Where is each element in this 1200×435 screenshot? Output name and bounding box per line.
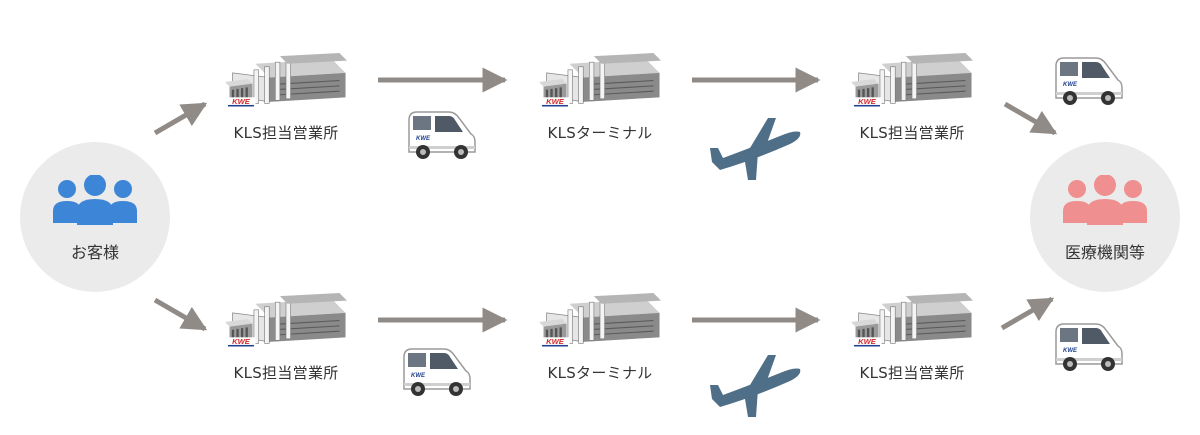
node-label: KLSターミナル [500,362,700,383]
bottom-route-sales-office: KLS担当営業所 [186,290,386,383]
node-label: KLS担当営業所 [186,362,386,383]
warehouse-building-icon [221,290,351,348]
airplane-icon [710,118,804,182]
top-route-terminal: KLSターミナル [500,50,700,143]
origin-customer-node: お客様 [20,142,170,292]
warehouse-building-icon [535,50,665,108]
people-icon [53,175,137,225]
airplane-icon [710,355,804,419]
bottom-route-terminal: KLSターミナル [500,290,700,383]
node-label: KLS担当営業所 [812,122,1012,143]
delivery-van-icon [1052,52,1126,108]
delivery-van-icon [400,343,474,399]
delivery-van-icon [405,106,479,162]
warehouse-building-icon [847,290,977,348]
node-label: KLS担当営業所 [812,362,1012,383]
delivery-van-icon [1052,318,1126,374]
node-label: KLSターミナル [500,122,700,143]
warehouse-building-icon [221,50,351,108]
origin-label: お客様 [20,239,170,263]
node-label: KLS担当営業所 [186,122,386,143]
people-icon [1063,175,1147,225]
destination-medical-node: 医療機関等 [1030,142,1180,292]
warehouse-building-icon [847,50,977,108]
arrow-top-office-to-destination [1005,104,1055,133]
top-route-sales-office: KLS担当営業所 [186,50,386,143]
bottom-route-destination-office: KLS担当営業所 [812,290,1012,383]
warehouse-building-icon [535,290,665,348]
destination-label: 医療機関等 [1030,239,1180,263]
top-route-destination-office: KLS担当営業所 [812,50,1012,143]
